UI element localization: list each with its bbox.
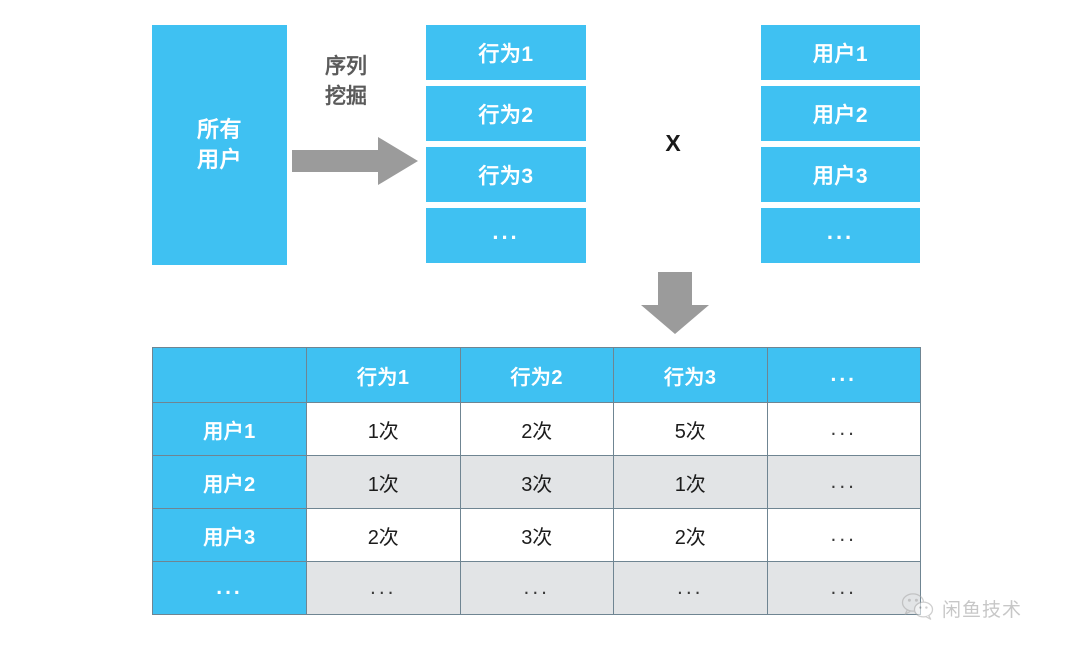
all-users-label: 所有 用户 xyxy=(196,117,242,172)
table-cell: 1次 xyxy=(613,455,768,509)
user-item-ellipsis: ... xyxy=(761,208,920,263)
behavior-list: 行为1 行为2 行为3 ... xyxy=(426,25,586,263)
table-row: 用户2 1次 3次 1次 ... xyxy=(152,455,921,509)
behavior-item-ellipsis: ... xyxy=(426,208,586,263)
row-header-ellipsis: ... xyxy=(152,561,307,615)
row-header: 用户3 xyxy=(152,508,307,562)
table-cell-ellipsis: ... xyxy=(613,561,768,615)
behavior-item: 行为3 xyxy=(426,147,586,202)
column-header-ellipsis: ... xyxy=(766,347,921,403)
table-row: ... ... ... ... ... xyxy=(152,561,921,615)
table-row: 用户3 2次 3次 2次 ... xyxy=(152,508,921,562)
table-row: 用户1 1次 2次 5次 ... xyxy=(152,402,921,456)
multiply-symbol: X xyxy=(665,129,681,156)
table-cell-ellipsis: ... xyxy=(459,561,614,615)
table-cell: 3次 xyxy=(459,455,614,509)
behavior-item: 行为1 xyxy=(426,25,586,80)
table-cell: 3次 xyxy=(459,508,614,562)
table-cell-ellipsis: ... xyxy=(766,455,921,509)
table-cell-ellipsis: ... xyxy=(766,402,921,456)
column-header: 行为1 xyxy=(306,347,461,403)
row-header: 用户1 xyxy=(152,402,307,456)
table-cell: 2次 xyxy=(459,402,614,456)
table-cell-ellipsis: ... xyxy=(766,561,921,615)
table-cell: 1次 xyxy=(306,455,461,509)
table-corner-cell xyxy=(152,347,307,403)
table-cell: 2次 xyxy=(306,508,461,562)
watermark-text: 闲鱼技术 xyxy=(942,599,1023,621)
all-users-box: 所有 用户 xyxy=(152,25,287,265)
user-behavior-matrix: 行为1 行为2 行为3 ... 用户1 1次 2次 5次 ... 用户2 1次 … xyxy=(152,347,921,615)
column-header: 行为2 xyxy=(459,347,614,403)
down-arrow-icon xyxy=(641,272,709,334)
table-header-row: 行为1 行为2 行为3 ... xyxy=(152,347,921,403)
sequence-mining-label: 序列 挖掘 xyxy=(325,55,367,109)
table-cell-ellipsis: ... xyxy=(306,561,461,615)
user-list: 用户1 用户2 用户3 ... xyxy=(761,25,920,263)
table-cell-ellipsis: ... xyxy=(766,508,921,562)
user-item: 用户1 xyxy=(761,25,920,80)
right-arrow-icon xyxy=(292,137,418,185)
user-item: 用户3 xyxy=(761,147,920,202)
table-cell: 2次 xyxy=(613,508,768,562)
table-cell: 1次 xyxy=(306,402,461,456)
table-cell: 5次 xyxy=(613,402,768,456)
column-header: 行为3 xyxy=(613,347,768,403)
behavior-item: 行为2 xyxy=(426,86,586,141)
user-item: 用户2 xyxy=(761,86,920,141)
row-header: 用户2 xyxy=(152,455,307,509)
